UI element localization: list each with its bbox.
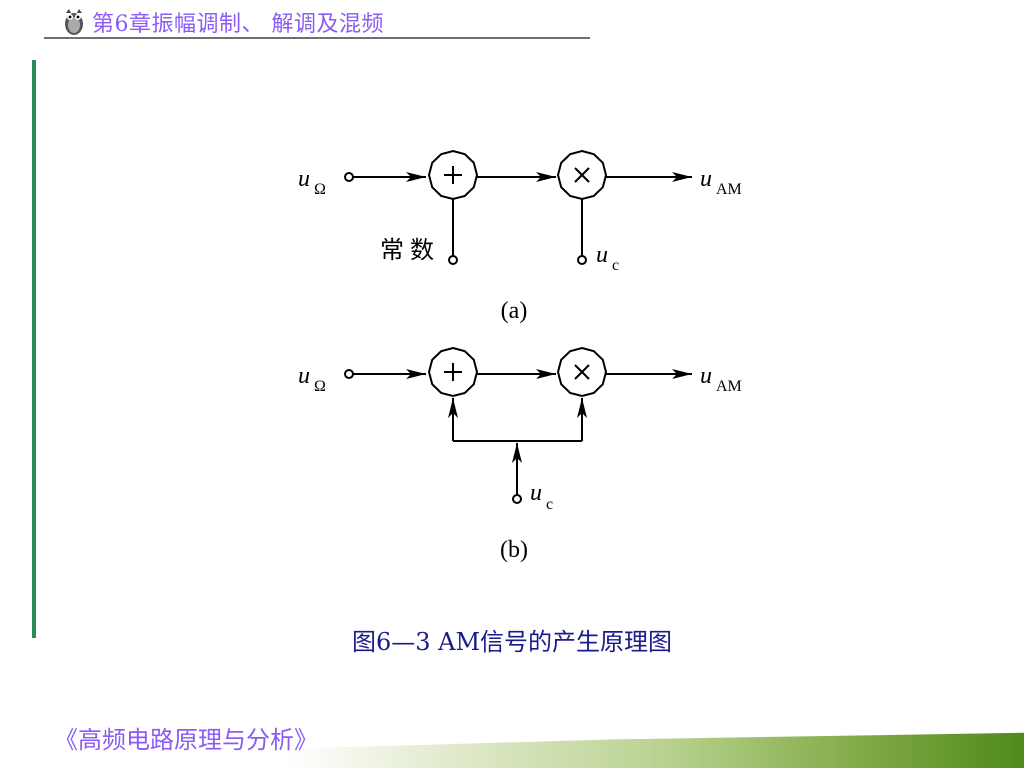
carrier-terminal-b: [512, 494, 522, 504]
input-sub-b: Ω: [314, 378, 326, 395]
carrier-label-a: u: [596, 242, 608, 268]
chapter-title: 第6章振幅调制、 解调及混频: [92, 12, 384, 37]
footer-book-title: 《高频电路原理与分析》: [54, 726, 318, 754]
panel-label-a: (a): [501, 298, 528, 324]
output-label-b: u: [700, 363, 712, 389]
panel-label-b: (b): [500, 537, 528, 563]
figure-caption: 图6—3 AM信号的产生原理图: [351, 628, 673, 656]
input-terminal-b: [344, 369, 354, 379]
header-divider: [44, 37, 590, 39]
left-accent-bar: [32, 60, 36, 638]
constant-terminal-a: [448, 255, 458, 265]
constant-label-a: 常 数: [380, 237, 434, 264]
input-label-a: u: [298, 166, 310, 192]
slide-header: 第6章振幅调制、 解调及混频: [62, 6, 384, 38]
carrier-sub-b: c: [546, 496, 553, 513]
diagram-a: [344, 149, 692, 265]
output-label-a: u: [700, 166, 712, 192]
input-label-b: u: [298, 363, 310, 389]
carrier-terminal-a: [577, 255, 587, 265]
carrier-sub-a: c: [612, 257, 619, 274]
diagram-b: [344, 346, 692, 504]
carrier-label-b: u: [530, 480, 542, 506]
input-sub-a: Ω: [314, 181, 326, 198]
output-sub-b: AM: [716, 378, 742, 395]
output-sub-a: AM: [716, 181, 742, 198]
owl-icon: [65, 9, 83, 35]
input-terminal-a: [344, 172, 354, 182]
